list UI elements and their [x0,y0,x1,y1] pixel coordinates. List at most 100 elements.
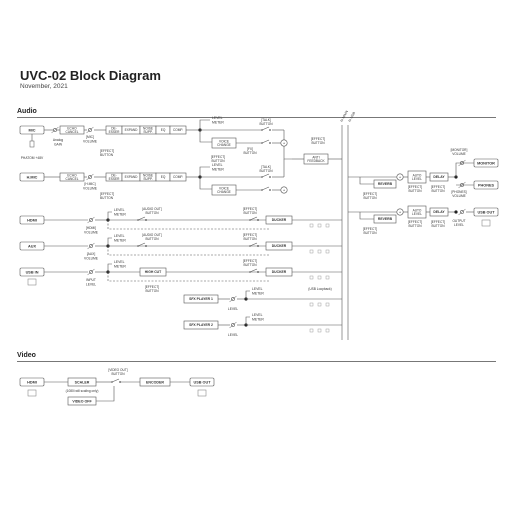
mic-volume-label: VOLUME [83,139,98,143]
usb-out-sum-node-sign: + [399,209,402,214]
mic-comp-block-label: COMP. [173,128,183,132]
hdmi-duck-wire [107,220,270,230]
high-cut-block [139,267,167,277]
hmic-noise-supp-block-label: NOISE [143,173,153,177]
video-off-block [67,396,97,406]
main-out-delay-effect-label: BUTTON [431,189,445,193]
mic-fx-switch [261,139,270,144]
usbin-volume-label: INPUT [86,278,96,282]
video-usb-out-icon [197,389,207,397]
main-out-sum-node-sign: + [399,174,402,179]
usbin-effect-label-low: [EFFECT] [145,285,159,289]
hdmi-volume-label: [HDMI] [86,226,96,230]
aux-ducker-block-label: DUCKER [272,244,287,248]
hdmi-effect-switch-contact [256,218,260,222]
hmic-input-jack-label: H.MIC [27,175,38,179]
hdmi-volume-knob-arrow [87,216,95,224]
sfx-player-2-block-label: SFX PLAYER 2 [189,323,213,327]
mic-noise-supp-block-label: SUPP. [143,130,152,134]
main-out-delay-effect-label: [EFFECT] [431,185,445,189]
hdmi-input-jack-label: HDMI [27,218,37,222]
usb-out-reverb-block-label: REVERB [378,217,393,221]
hmic-talk-button-label: BUTTON [259,169,273,173]
mic-fx-switch-contact [268,141,272,145]
aux-effect-switch [249,242,258,247]
video-usb-out-jack-label: USB OUT [193,380,211,384]
hmic-volume-knob-arrow [86,173,94,181]
aux-effect-button-label: [EFFECT] [243,233,257,237]
usbin-effect-button-label: [EFFECT] [243,259,257,263]
hmic-noise-supp-block-label: SUPP. [143,177,152,181]
hdmi-audio-out-label: BUTTON [145,211,159,215]
bus-label-usb: to USB [347,111,356,123]
aux-audio-out-switch-contact [144,244,148,248]
usbin-effect-button-label: BUTTON [243,263,257,267]
video-out-button-label: [VIDEO OUT] [108,368,127,372]
mic-input-jack-label: MIC [29,128,36,132]
aux-meter-wire [107,237,112,246]
hmic-voice-wire [199,177,212,190]
video-usb-out-jack [189,377,215,387]
usb-out-icon [481,219,491,227]
usb-out-reverb-effect-label: BUTTON [363,231,377,235]
phones-volume-label: VOLUME [452,194,465,198]
hdmi-volume-label: VOLUME [84,230,99,234]
usb-out-delay-effect-label: BUTTON [431,224,445,228]
bus-tap-marker [317,249,322,254]
mic-voice-wire [199,130,212,143]
sfx-player-1-block-label: SFX PLAYER 1 [189,297,213,301]
mic-de-esser-block-label: DE- [111,126,117,130]
usb-out-split-dot [454,210,458,214]
mic-de-esser-block-label: ESSER [109,130,121,134]
mic-talk-switch [261,126,270,131]
bus-tap-marker [317,223,322,228]
phones-output-jack-label: PHONES [478,183,495,187]
mic-talk-button-label: [TALK] [261,118,271,122]
scaler-block-label: SCALER [75,380,90,384]
aux-duck-wire [107,246,270,256]
main-out-auto-level-block-label: LEVEL [412,177,422,181]
sfx-player-2-level-meter-label: METER [252,317,264,321]
hmic-meter-wire [199,166,210,177]
aux-audio-out-label: BUTTON [145,237,159,241]
sfx-player-1-level-knob-arrow [229,295,237,303]
main-out-reverb-block [373,179,397,189]
mic-voice-change-block-label: VOICE [219,139,229,143]
bus-tap-marker [309,275,314,280]
video-hdmi-icon [27,389,37,397]
usb-out-autolevel-effect-label: [EFFECT] [408,220,422,224]
hdmi-effect-switch [249,216,258,221]
usb-output-jack [473,207,499,217]
phones-output-jack [473,180,499,190]
hmic-echo-cancel-block-label: ECHO [67,173,77,177]
hdmi-ducker-block-label: DUCKER [272,218,287,222]
main-out-reverb-effect-label: BUTTON [363,196,377,200]
usbin-level-meter-label: LEVEL [114,260,125,264]
monitor-volume-label: VOLUME [452,152,465,156]
hmic-sum-node [280,186,288,194]
aux-volume-knob-arrow [87,242,95,250]
phantom-switch-icon [29,140,35,148]
sfx-player-2-level-label: LEVEL [228,333,238,337]
bus-tap-marker [325,223,330,228]
hmic-talk-button-label: [TALK] [261,165,271,169]
effect-button-label-hmic: [EFFECT] [100,192,114,196]
hmic-comp-block-label: COMP. [173,175,183,179]
hdmi-effect-button-label: [EFFECT] [243,207,257,211]
main-out-autolevel-effect-label: BUTTON [408,189,422,193]
aux-volume-label: [AUX] [87,252,96,256]
sfx-player-1-level-meter-label: METER [252,291,264,295]
bus-tap-marker [317,275,322,280]
hmic-de-esser-block-label: ESSER [109,177,121,181]
mic-level-meter-label: LEVEL [212,116,223,120]
output-level-knob-arrow [458,208,466,216]
mic-analog-gain-knob-arrow [51,126,59,134]
main-out-autolevel-effect-label: [EFFECT] [408,185,422,189]
aux-level-meter-label: METER [114,238,126,242]
monitor-output-jack-label: MONITOR [477,161,495,165]
usb-out-autolevel-effect-label: BUTTON [408,224,422,228]
anti-feedback-block-label: ANTI [312,155,319,159]
mic-talk-switch-contact [268,128,272,132]
monitor-wire [455,162,474,177]
